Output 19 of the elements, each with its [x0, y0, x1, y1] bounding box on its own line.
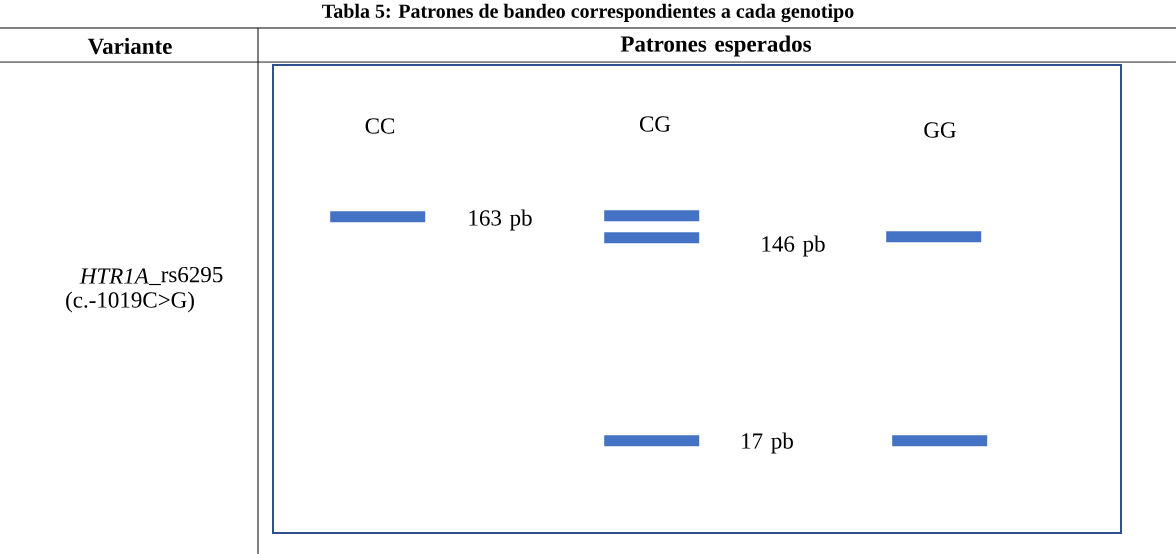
table-title: Tabla 5: Patrones de bandeo correspondientes a cada genotipo [322, 3, 854, 23]
column-header: Variante [87, 37, 172, 55]
band-size-label: 146 pb [762, 235, 825, 257]
gel-band [604, 210, 700, 222]
gel-band [892, 435, 988, 447]
band-size-label: 163 pb [469, 209, 532, 231]
gel-frame [272, 64, 1122, 534]
gel-band [604, 232, 700, 244]
genotype-label: GG [924, 122, 956, 138]
variant-notation: (c.-1019C>G) [66, 291, 194, 313]
genotype-label: CG [639, 116, 671, 132]
gel-band [330, 211, 426, 223]
gel-band [604, 435, 700, 447]
gel-band [886, 231, 982, 243]
gene-name: HTR1A [79, 268, 149, 284]
genotype-label: CC [365, 118, 395, 134]
variant-id: _rs6295 [149, 266, 223, 286]
band-size-label: 17 pb [742, 432, 793, 454]
column-header: Patrones esperados [620, 35, 812, 57]
